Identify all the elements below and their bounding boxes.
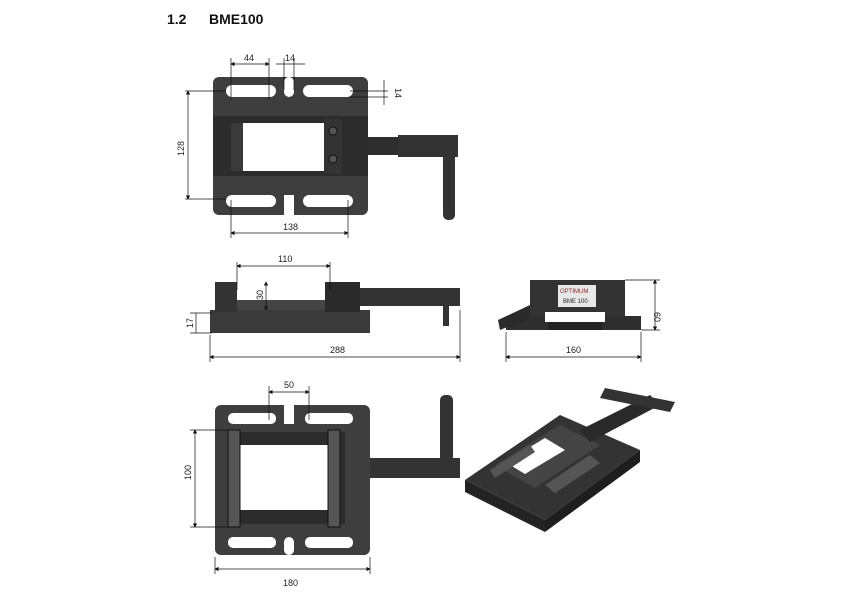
top-view: 44 14 14 128 138 <box>176 53 458 238</box>
dim-end-height: 60 <box>652 312 662 322</box>
model-label: BME 100 <box>563 299 588 305</box>
dim-slot-length: 44 <box>244 53 254 63</box>
end-view: OPTIMUM BME 100 60 160 <box>498 279 662 362</box>
dim-bottom-hole-spacing: 100 <box>183 465 193 480</box>
side-view: 110 30 17 288 <box>185 254 461 362</box>
dim-end-width: 160 <box>566 345 581 355</box>
isometric-view <box>465 388 675 532</box>
dim-base-height: 17 <box>185 318 195 328</box>
dim-hole-spacing-x: 138 <box>283 222 298 232</box>
section-title: BME100 <box>209 11 264 27</box>
dim-slot-gap: 14 <box>285 53 295 63</box>
dim-slot-spacing: 50 <box>284 380 294 390</box>
section-number: 1.2 <box>167 11 187 27</box>
dim-overall-length: 288 <box>330 345 345 355</box>
dim-bottom-width: 180 <box>283 578 298 588</box>
bottom-view: 50 100 180 <box>183 380 460 588</box>
dim-jaw-height: 30 <box>255 290 265 300</box>
brand-label: OPTIMUM <box>560 289 588 295</box>
dim-slot-width: 14 <box>393 88 403 98</box>
dim-jaw-opening: 110 <box>278 254 292 264</box>
dim-hole-spacing-y: 128 <box>176 141 186 156</box>
